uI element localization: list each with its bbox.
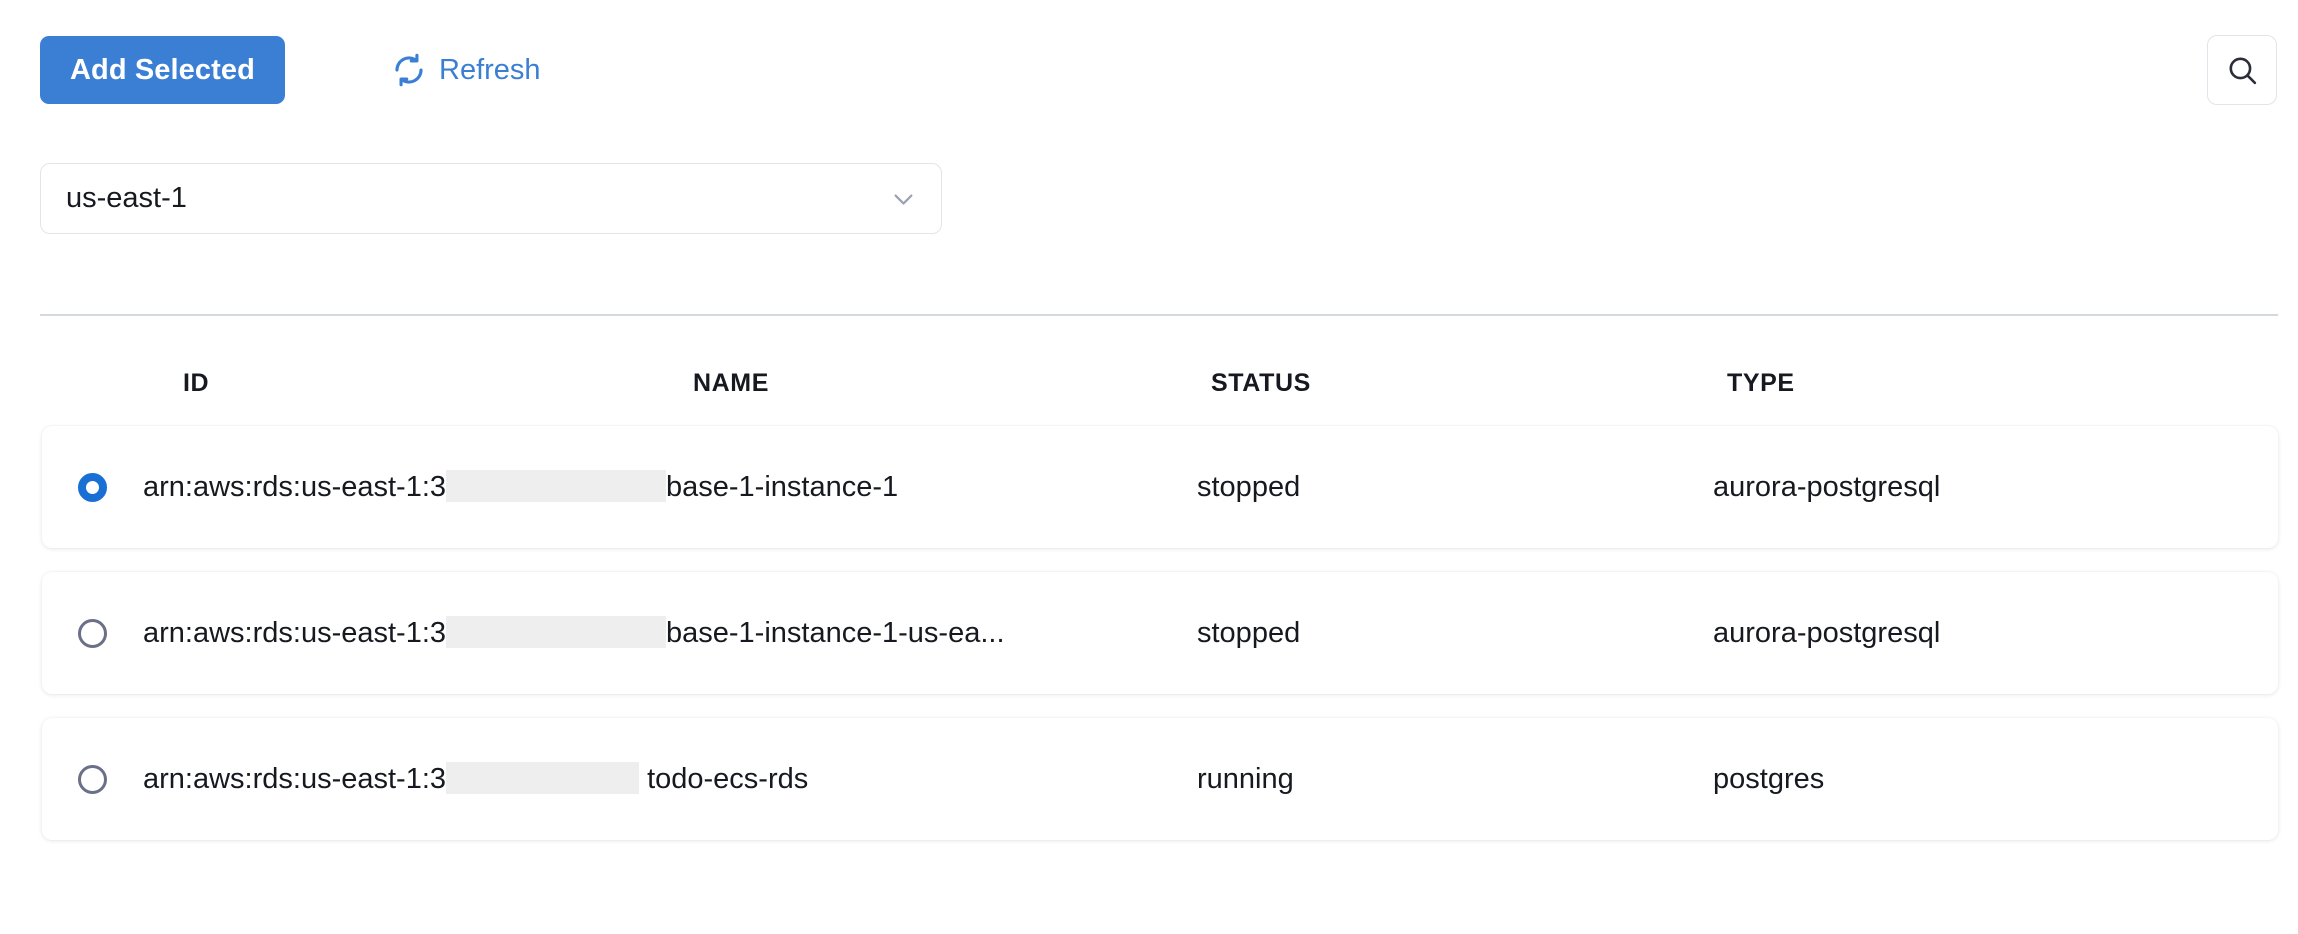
search-button[interactable] <box>2207 35 2277 105</box>
toolbar: Add Selected Refresh <box>0 35 2298 105</box>
redacted-account-id <box>446 470 667 502</box>
table-row-select-cell[interactable] <box>42 618 143 648</box>
arn-prefix: arn:aws:rds:us-east-1:3 <box>143 470 447 503</box>
section-divider <box>40 314 2278 316</box>
table-row[interactable]: arn:aws:rds:us-east-1:3 base-1-instance-1… <box>42 426 2278 548</box>
cell-type: aurora-postgresql <box>1713 470 1941 503</box>
table-header-type: TYPE <box>1727 368 1795 397</box>
region-select-value: us-east-1 <box>66 182 187 214</box>
table-header-name: NAME <box>693 368 770 397</box>
add-selected-button[interactable]: Add Selected <box>40 36 285 104</box>
cell-type: postgres <box>1713 762 1825 795</box>
table-row[interactable]: arn:aws:rds:us-east-1:3 base-1-instance-1… <box>42 572 2278 694</box>
refresh-icon <box>392 53 426 87</box>
table-row-select-cell[interactable] <box>42 472 143 502</box>
table-row-select-cell[interactable] <box>42 764 143 794</box>
cell-id: arn:aws:rds:us-east-1:3 base-1-instance-1 <box>143 470 1197 504</box>
cell-id: arn:aws:rds:us-east-1:3 base-1-instance-1… <box>143 616 1197 650</box>
refresh-button[interactable]: Refresh <box>392 36 541 104</box>
radio-button[interactable] <box>78 618 107 648</box>
arn-suffix: base-1-instance-1 <box>666 470 899 503</box>
radio-button[interactable] <box>78 764 107 794</box>
region-select[interactable]: us-east-1 <box>40 163 942 234</box>
arn-suffix: todo-ecs-rds <box>639 762 809 795</box>
table-body: arn:aws:rds:us-east-1:3 base-1-instance-1… <box>0 426 2298 840</box>
resources-table: ID NAME STATUS TYPE arn:aws:rds:us-east-… <box>0 340 2298 864</box>
cell-id: arn:aws:rds:us-east-1:3 todo-ecs-rds <box>143 762 1197 796</box>
table-header-id: ID <box>183 368 210 397</box>
refresh-label: Refresh <box>439 53 541 86</box>
cell-type: aurora-postgresql <box>1713 616 1941 649</box>
redacted-account-id <box>446 616 667 648</box>
arn-prefix: arn:aws:rds:us-east-1:3 <box>143 762 447 795</box>
radio-button-selected[interactable] <box>78 472 107 502</box>
arn-suffix: base-1-instance-1-us-ea... <box>666 616 1005 649</box>
redacted-account-id <box>446 762 640 794</box>
cell-status: stopped <box>1197 470 1301 503</box>
arn-prefix: arn:aws:rds:us-east-1:3 <box>143 616 447 649</box>
table-header-status: STATUS <box>1211 368 1311 397</box>
search-icon <box>2226 54 2259 87</box>
region-select-wrapper: us-east-1 <box>40 163 942 234</box>
table-header-row: ID NAME STATUS TYPE <box>0 340 2298 426</box>
cell-status: running <box>1197 762 1294 795</box>
cell-status: stopped <box>1197 616 1301 649</box>
